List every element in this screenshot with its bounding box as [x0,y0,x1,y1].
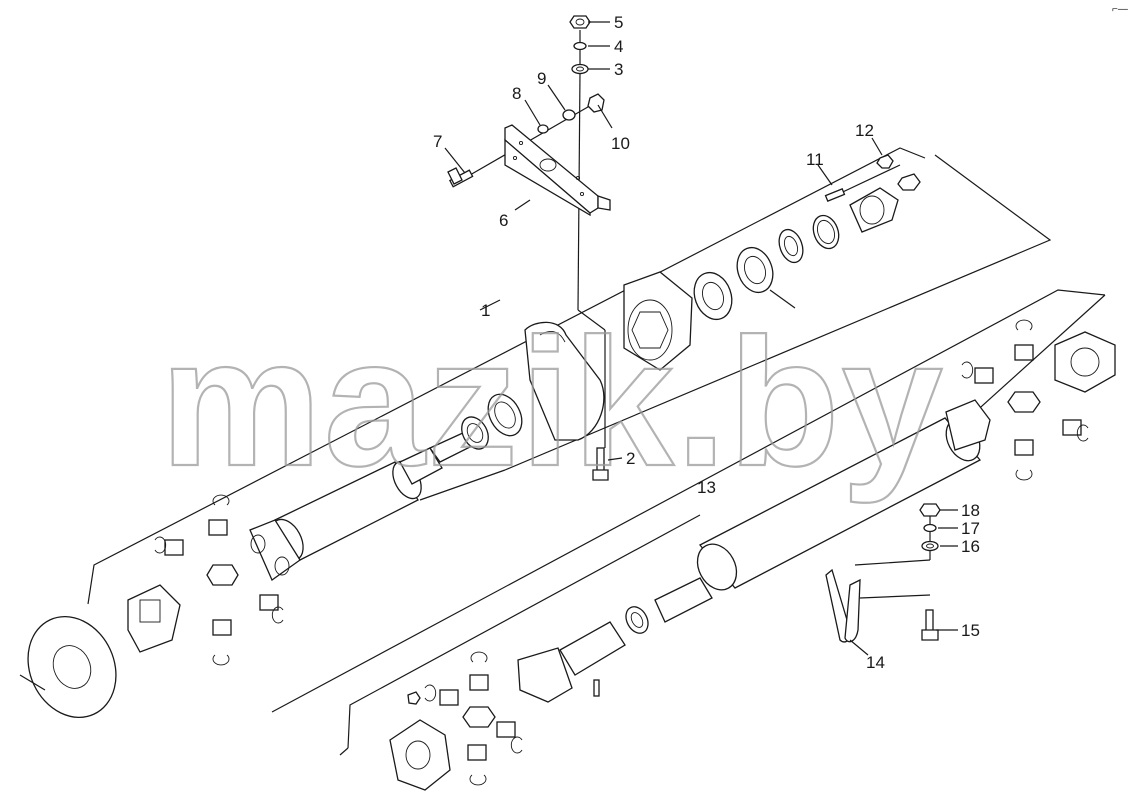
label-17: 17 [961,519,980,538]
label-2: 2 [626,449,635,468]
flange-yoke-upper [127,584,181,653]
label-5: 5 [614,13,623,32]
seal-bellows [487,393,523,437]
upper-cross-kit [154,494,284,666]
nut-10 [587,93,605,113]
nut-5 [569,15,591,29]
lower-shaft-splined-stub [654,577,713,623]
front-companion-flange [19,615,117,719]
spacer-ring [812,214,840,250]
label-9: 9 [537,69,546,88]
label-15: 15 [961,621,980,640]
lower-front-flange-yoke [389,719,451,791]
nut-12 [876,154,894,169]
lower-rear-flange [1054,331,1116,393]
lower-slip-yoke [517,621,626,703]
label-12: 12 [855,121,874,140]
dust-seal-ring [461,416,489,450]
lower-front-cross-kit [407,651,523,786]
center-bearing [693,271,733,321]
washer-3 [571,63,589,75]
lower-seal-ring [625,606,649,634]
label-11: 11 [806,150,824,169]
label-3: 3 [614,60,623,79]
group-1-outline [87,147,1052,605]
bolt-11 [824,188,846,202]
bolt-7 [447,167,474,188]
part-labels: 5 4 3 7 8 9 10 6 11 12 1 2 13 18 17 16 1… [433,13,980,672]
washer-9 [562,109,576,121]
lower-rear-cross-kit [961,319,1089,481]
label-1: 1 [481,301,490,320]
washer-16 [921,540,939,552]
washer-17 [923,523,937,533]
label-18: 18 [961,501,980,520]
slinger-ring [778,228,804,264]
clamp-strap-14 [825,568,861,643]
label-13: 13 [697,478,716,497]
label-7: 7 [433,132,442,151]
support-saddle [524,321,605,441]
label-4: 4 [614,37,623,56]
label-8: 8 [512,84,521,103]
bolt-2 [592,447,609,481]
label-10: 10 [611,134,630,153]
nut-18 [919,503,941,517]
grease-fitting-lower [593,679,600,697]
label-14: 14 [866,653,885,672]
lock-washer-8 [537,124,549,134]
lower-rear-yoke [945,399,991,451]
label-16: 16 [961,537,980,556]
upper-shaft-yoke [249,519,301,581]
companion-flange [849,187,899,233]
bolt-15 [921,609,939,641]
watermark: mazik.by [160,300,945,504]
corner-mark: ⌐— [1112,4,1128,15]
washer-4 [573,41,587,51]
flange-nut [897,173,921,191]
rubber-support-housing [623,271,693,371]
label-6: 6 [499,211,508,230]
bracket-6 [504,124,611,217]
bearing-cup-with-fitting [736,246,796,309]
